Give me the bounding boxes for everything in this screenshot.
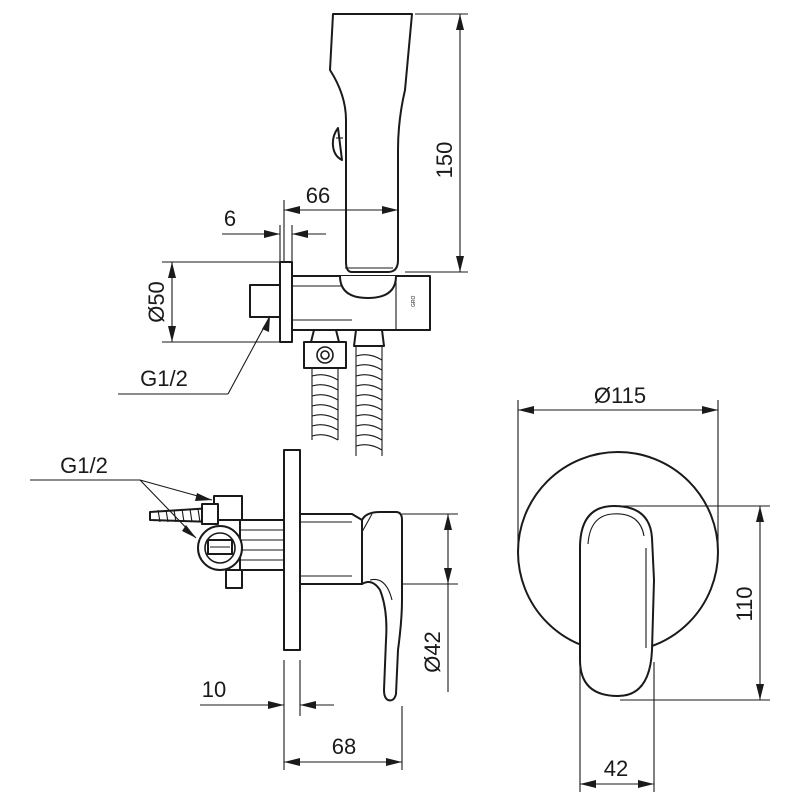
dim-150: 150 [405, 13, 468, 273]
dim-68: 68 [284, 706, 403, 770]
dim-110: 110 [620, 505, 770, 701]
leader-inlet-thread: G1/2 [30, 453, 213, 539]
hand-shower [329, 13, 413, 273]
anchor-plug [149, 503, 219, 525]
dim-10: 10 [200, 660, 334, 770]
dim-diameter-115: Ø115 [517, 383, 719, 552]
mixer-front-view [517, 451, 719, 697]
dim-42: 42 [579, 662, 655, 792]
label-110: 110 [732, 586, 757, 621]
in-wall-box [213, 495, 285, 589]
label-diameter-115: Ø115 [594, 383, 646, 408]
hose-right [355, 346, 383, 456]
leader-outlet-thread: G1/2 [118, 315, 271, 395]
label-68: 68 [332, 734, 356, 759]
label-outlet-thread: G1/2 [140, 366, 188, 391]
label-42: 42 [604, 756, 628, 781]
label-10: 10 [202, 677, 226, 702]
hose-left [311, 368, 339, 441]
inlet-fitting [197, 525, 243, 571]
wall-outlet-holder: GRO [249, 261, 431, 347]
outlet-marking: GRO [411, 296, 417, 308]
dim-diameter-50: Ø50 [144, 261, 280, 343]
label-6: 6 [224, 206, 236, 231]
label-150: 150 [432, 142, 457, 179]
label-diameter-42: Ø42 [420, 631, 445, 673]
nut-fitting [303, 341, 347, 369]
label-66: 66 [306, 183, 330, 208]
dim-diameter-42: Ø42 [402, 513, 458, 692]
dim-6: 6 [222, 206, 326, 262]
mixer-side-view [283, 449, 403, 702]
label-inlet-thread: G1/2 [60, 453, 108, 478]
dim-66: 66 [283, 183, 399, 262]
label-diameter-50: Ø50 [144, 281, 169, 323]
